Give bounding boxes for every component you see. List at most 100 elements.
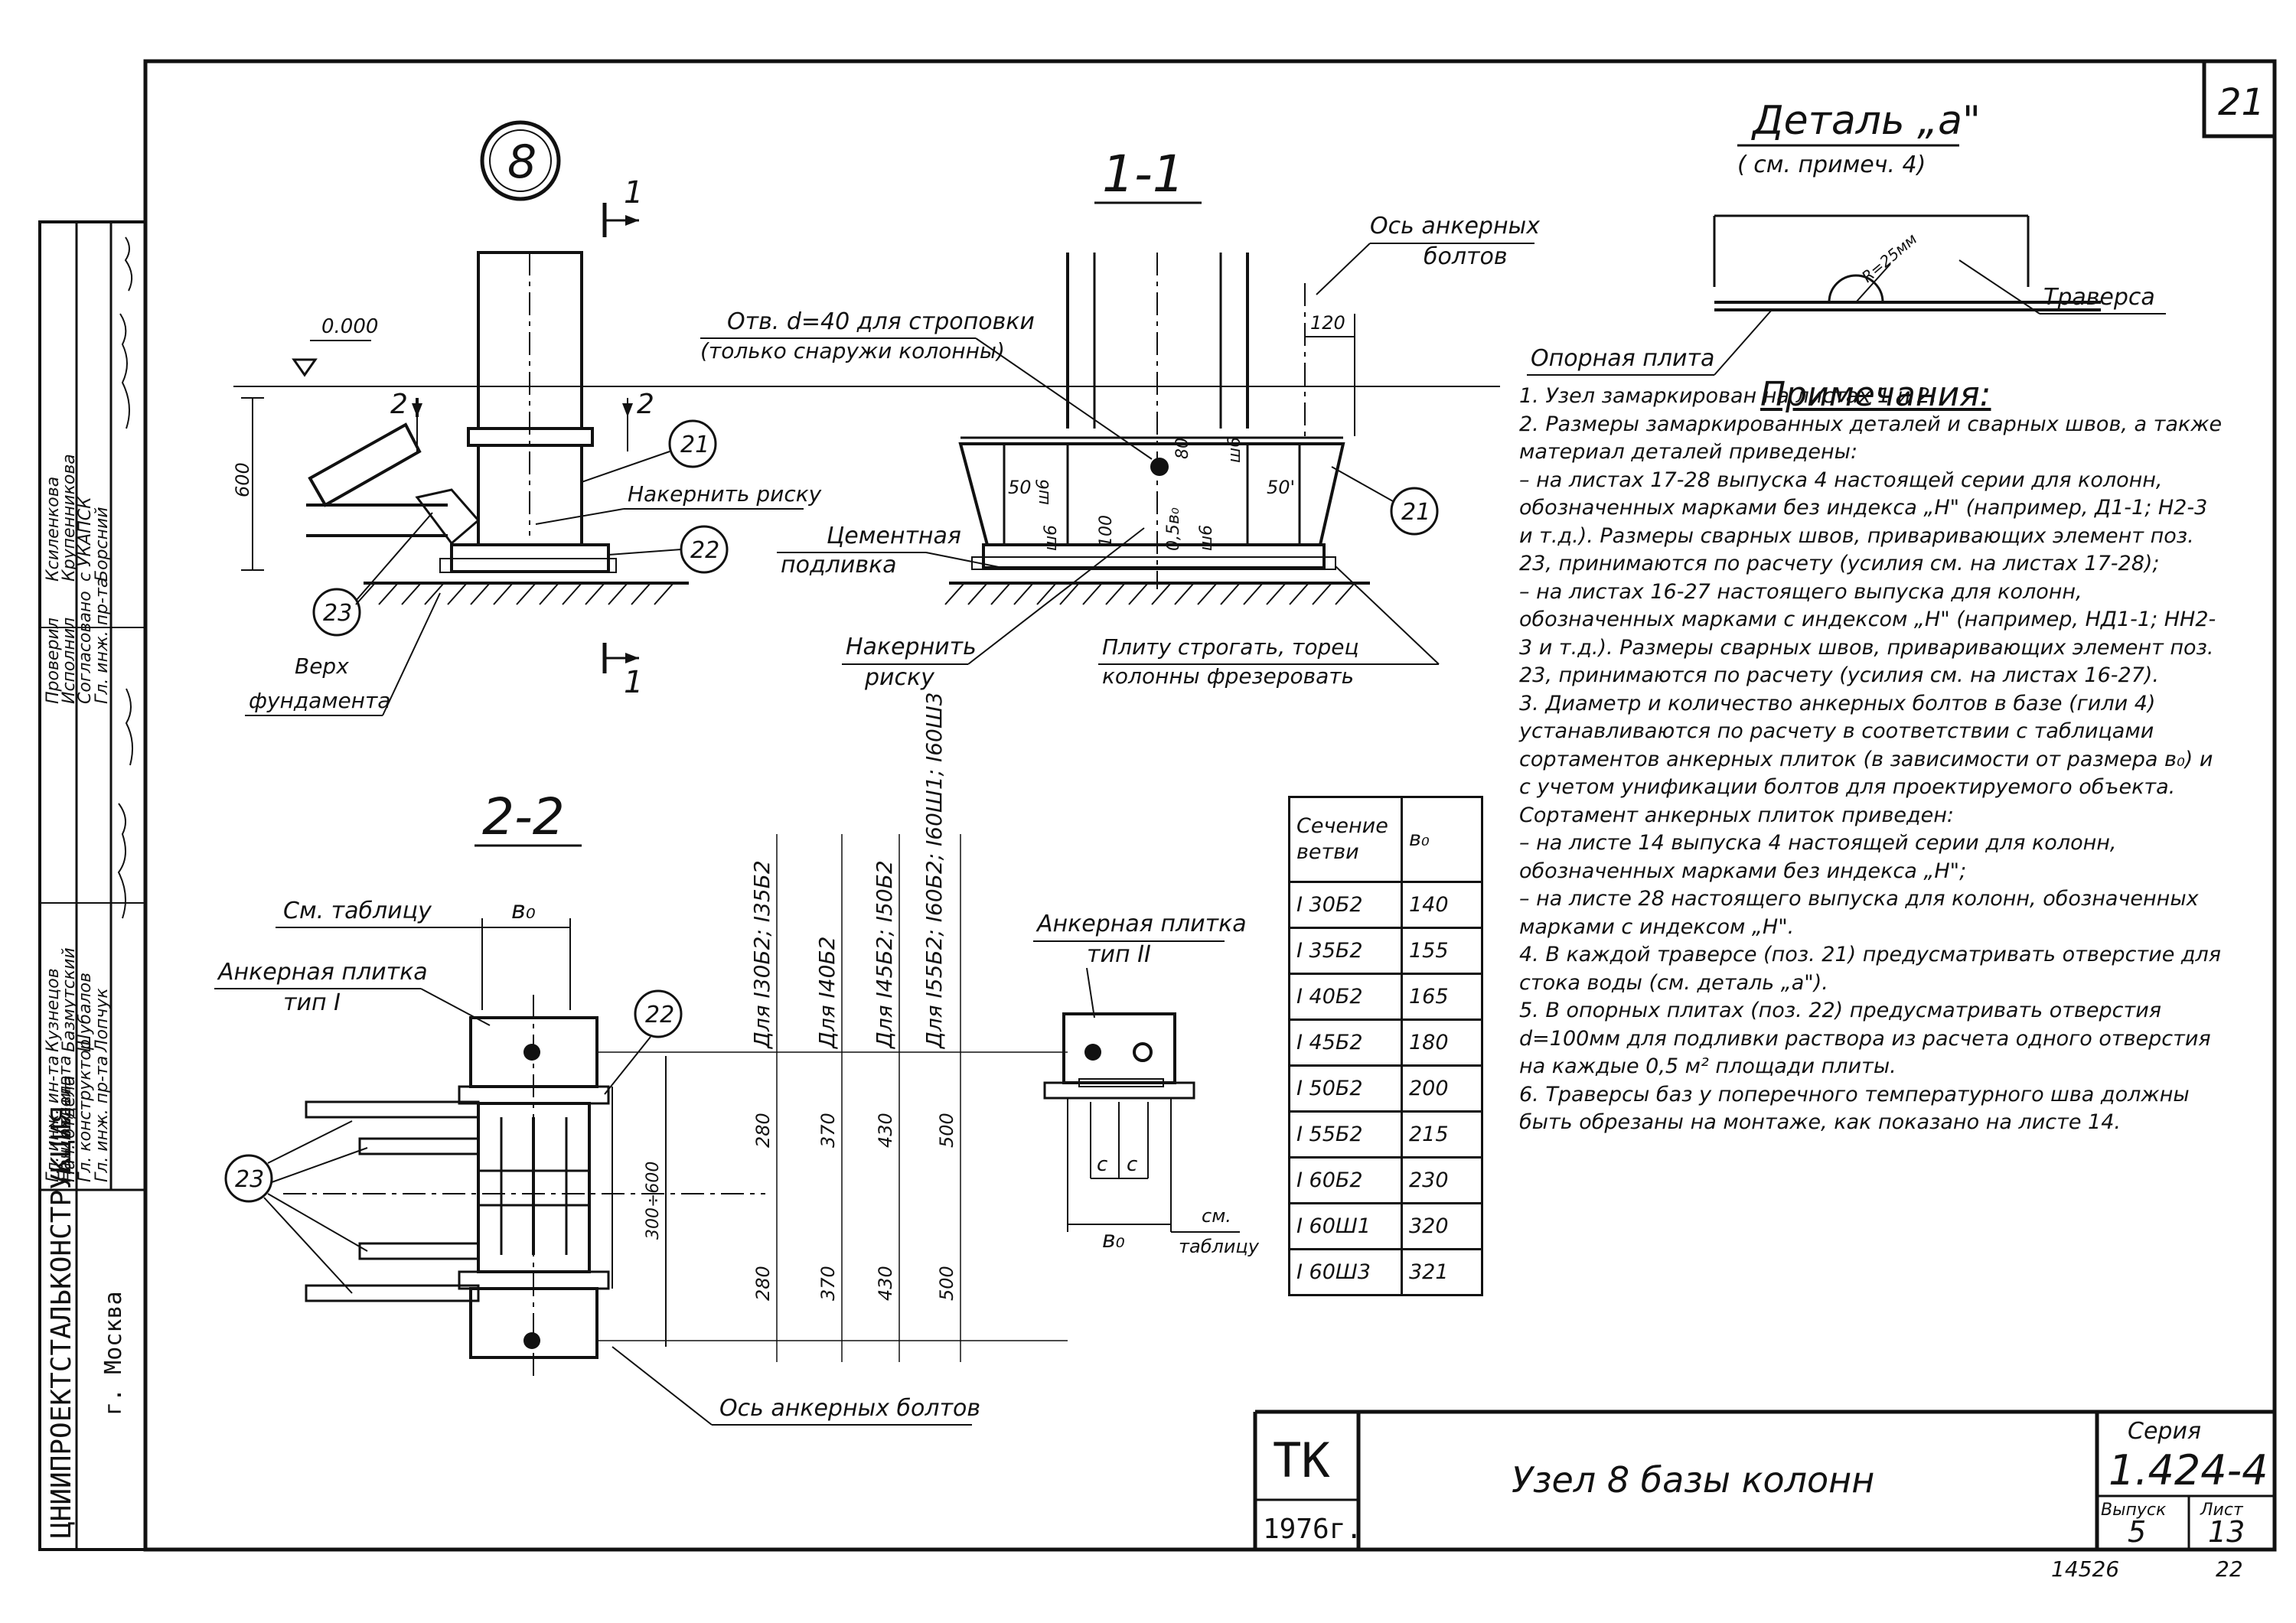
label-foundation-top-1: Верх	[295, 653, 349, 679]
signature-3	[119, 313, 130, 429]
dim-b0: в₀	[511, 895, 536, 924]
strip-name-4: Лопчук	[93, 988, 112, 1053]
dimcol-4-top: 500	[936, 1113, 957, 1148]
strip-name-2: Базмутский	[60, 947, 79, 1052]
section-table-header-col2: в₀	[1401, 796, 1483, 883]
strip-name-7: с УКАПСК	[76, 496, 95, 582]
dim-0-5b0: 0,5в₀	[1164, 507, 1183, 551]
mark-risk-label-2: риску	[864, 664, 935, 691]
bottom-number-left: 14526	[2051, 1556, 2119, 1582]
see-table-label: См. таблицу	[283, 898, 432, 924]
plate-label-1: Плиту строгать, торец	[1102, 634, 1359, 660]
section-2-2-title: 2-2	[482, 787, 565, 846]
label-mark-risk: Накернить риску	[628, 481, 822, 507]
section-2-2-view: 2-2 См. таблицу в₀ Анкерная плитка тип I	[214, 787, 1260, 1426]
section-1-1-view: 1-1 Ось анкерных болтов 120 Отв. d=40 дл…	[700, 145, 1540, 691]
dim-c-2: с	[1127, 1153, 1137, 1176]
strip-role-2-text: Нач. отдела	[60, 1075, 79, 1182]
dim-range: 300÷600	[644, 1162, 663, 1240]
label-foundation-top-2: фундамента	[249, 688, 390, 713]
strip-name-8: Борсний	[93, 507, 112, 582]
strip-role-6: Исполнил	[60, 618, 79, 704]
anchor-axis-label-1: Ось анкерных	[1370, 213, 1540, 240]
dim-120: 120	[1310, 312, 1345, 334]
section-mark-bottom: 1	[624, 665, 643, 700]
dimcol-2-bottom: 370	[817, 1266, 839, 1301]
section-table-header: Сечение ветви в₀	[1288, 796, 1483, 883]
cement-label-2: подливка	[781, 552, 897, 578]
strip-role-3-text: Гл. конструктор	[76, 1039, 95, 1182]
table-cell-section: I 35Б2	[1288, 927, 1403, 975]
stamp-issue: 5	[2128, 1515, 2146, 1549]
table-cell-b0: 200	[1401, 1064, 1483, 1113]
table-cell-b0: 155	[1401, 927, 1483, 975]
section-2-pos-23: 23	[235, 1166, 264, 1193]
see-table-small-2: таблицу	[1179, 1236, 1260, 1257]
node-view: 8 1 1 0.000 600 2 2	[232, 120, 1500, 716]
section-2-mark-right: 2	[637, 389, 654, 420]
section-1-1-title: 1-1	[1102, 145, 1185, 204]
hole-label-1: Отв. d=40 для строповки	[727, 308, 1035, 335]
stamp-title: Узел 8 базы колонн	[1512, 1459, 1874, 1501]
section-1-pos-21: 21	[1401, 499, 1430, 526]
section-table-header-col1: Сечение ветви	[1288, 796, 1403, 883]
section-mark-top: 1	[624, 175, 643, 210]
detail-a-radius: R=25мм	[1858, 230, 1921, 286]
signature-2	[125, 688, 134, 766]
strip-name-1: Кузнецов	[44, 968, 63, 1052]
node-pos-21: 21	[680, 432, 709, 458]
dimcol-1-bottom: 280	[752, 1266, 774, 1301]
note-item: 4. В каждой траверсе (поз. 21) предусмат…	[1519, 943, 2222, 995]
cement-label-1: Цементная	[827, 523, 961, 549]
strip-role-1-text: Гл. инж. ин-та	[44, 1055, 63, 1182]
strip-name-5: Ксиленкова	[44, 477, 63, 582]
strip-role-1: Гл. инж. ин-та	[56, 1055, 75, 1182]
dimcol-3-bottom: 430	[875, 1266, 896, 1301]
dimcol-3-label: Для I45Б2; I50Б2	[872, 860, 897, 1050]
detail-a-plate-label: Опорная плита	[1531, 345, 1714, 372]
table-cell-b0: 230	[1401, 1156, 1483, 1204]
dim-100: 100	[1097, 515, 1116, 547]
mark-risk-label-1: Накернить	[846, 634, 977, 660]
dim-600: 600	[232, 462, 253, 497]
anchor-plate-label-2: Анкерная плитка	[1035, 911, 1247, 937]
anchor-axis-label-2: болтов	[1424, 243, 1508, 270]
dim-b0-small: в₀	[1102, 1227, 1125, 1253]
dimcol-1-top: 280	[752, 1113, 774, 1148]
weld-w6-b: ш6	[1225, 437, 1244, 463]
level-label: 0.000	[321, 315, 378, 338]
strip-name-6: Крупенникова	[60, 454, 79, 582]
stamp-code: ТК	[1273, 1432, 1330, 1488]
table-cell-b0: 321	[1401, 1248, 1483, 1296]
node-number-circle	[480, 120, 561, 201]
table-cell-section: I 50Б2	[1288, 1064, 1403, 1113]
dimension-columns: Для I30Б2; I35Б2 Для I40Б2 Для I45Б2; I5…	[749, 692, 961, 1362]
stamp-issue-label: Выпуск	[2101, 1501, 2167, 1520]
table-cell-section: I 55Б2	[1288, 1110, 1403, 1159]
table-cell-section: I 60Ш1	[1288, 1202, 1403, 1250]
table-cell-section: I 60Ш3	[1288, 1248, 1403, 1296]
strip-role-5: Проверил	[44, 618, 63, 704]
weld-w6-a: ш6	[1034, 479, 1053, 505]
corner-number-box	[2202, 61, 2275, 139]
dimcol-4-label: Для I55Б2; I60Б2; I60Ш1; I60Ш3	[921, 692, 947, 1050]
strip-role-2: Нач. отдела	[56, 1075, 75, 1182]
stamp-sheet: 13	[2208, 1515, 2245, 1549]
anchor-axis-bolts-label: Ось анкерных болтов	[719, 1395, 980, 1422]
strip-role-7: Согласовано	[76, 591, 95, 704]
dimcol-2-top: 370	[817, 1113, 839, 1148]
detail-a-subtitle: ( см. примеч. 4)	[1737, 152, 1926, 178]
strip-role-4-text: Гл. инж. пр-та	[93, 1056, 112, 1182]
notes-block: 1. Узел замаркирован на листах 1 и 2. 2.…	[1519, 383, 2223, 1137]
weld-w6-c: ш6	[1042, 525, 1061, 551]
table-cell-section: I 40Б2	[1288, 973, 1403, 1021]
sheet-corner-number: 21	[2218, 81, 2265, 124]
node-pos-22: 22	[690, 537, 719, 564]
